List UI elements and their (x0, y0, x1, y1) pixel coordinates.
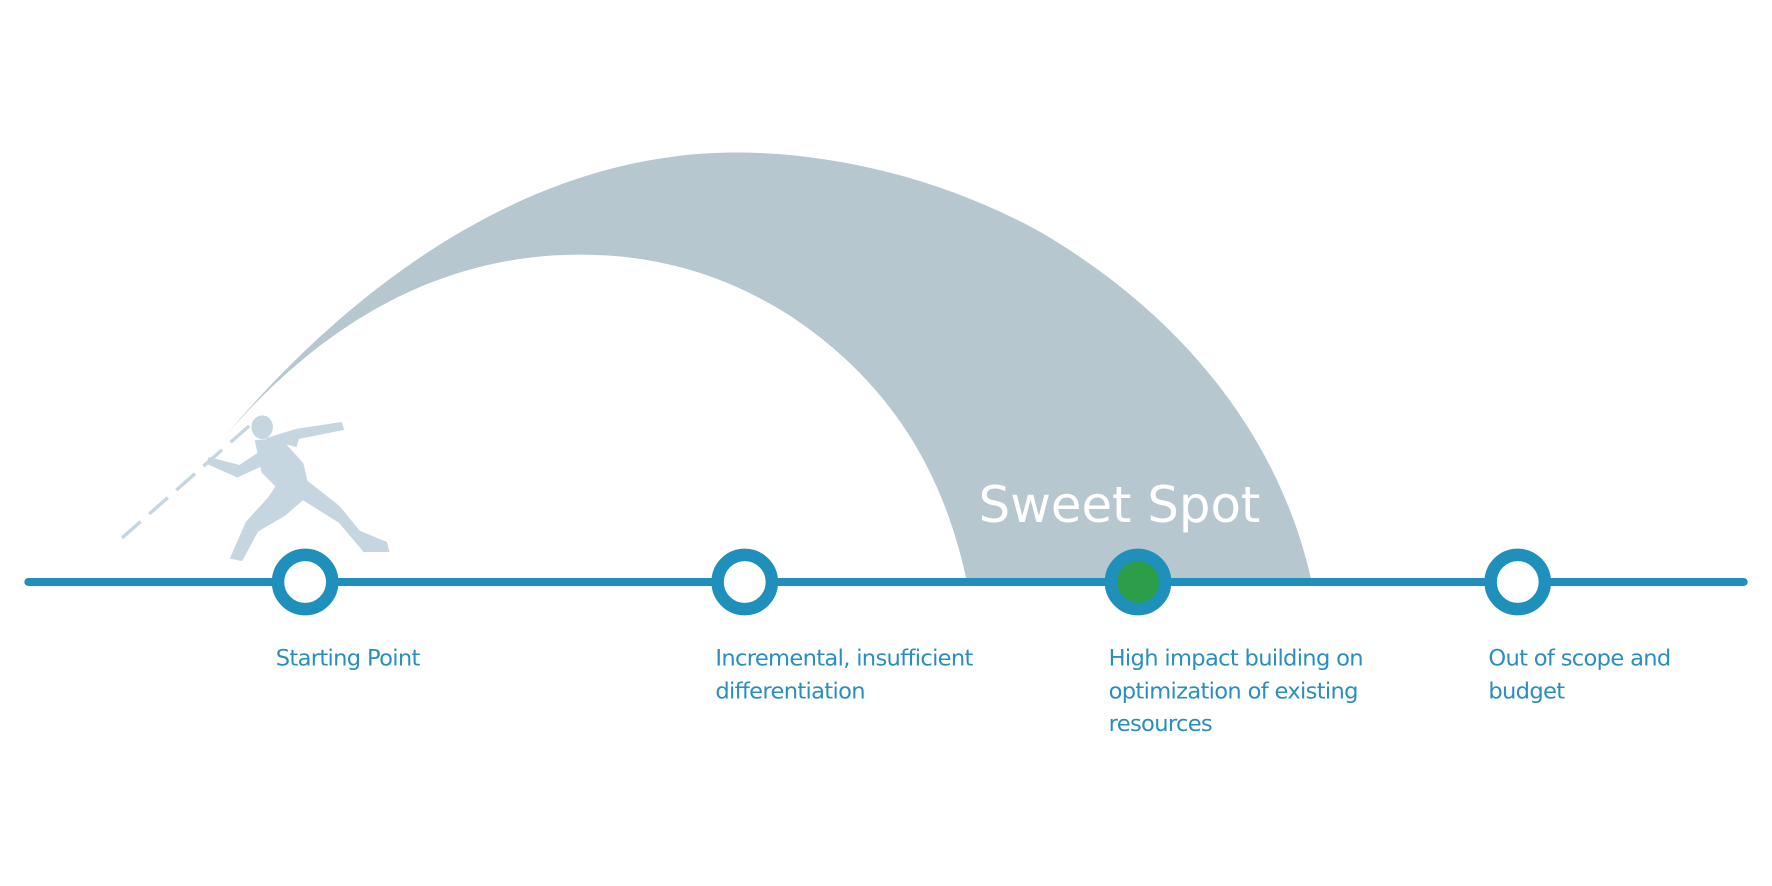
node-label-line: Out of scope and (1488, 646, 1670, 672)
sweet-spot-label: Sweet Spot (979, 476, 1261, 534)
node-marker (1484, 548, 1552, 616)
timeline-node: Starting Point (271, 548, 421, 672)
node-label-line: differentiation (715, 678, 865, 704)
node-marker (271, 548, 339, 616)
node-label-line: resources (1109, 711, 1212, 737)
timeline-node: Out of scope and budget (1484, 548, 1671, 704)
node-label-line: High impact building on (1109, 646, 1363, 672)
timeline-node: High impact building on optimization of e… (1104, 548, 1364, 737)
node-label-line: Starting Point (276, 646, 421, 672)
node-label-line: optimization of existing (1109, 678, 1358, 704)
node-marker (711, 548, 779, 616)
node-marker-filled (1104, 548, 1172, 616)
node-label-line: Incremental, insufficient (715, 646, 973, 672)
javelin-thrower-icon (120, 415, 390, 562)
trajectory-arc (226, 152, 1311, 579)
timeline-node: Incremental, insufficient differentiation (711, 548, 974, 704)
node-label-line: budget (1488, 678, 1565, 704)
